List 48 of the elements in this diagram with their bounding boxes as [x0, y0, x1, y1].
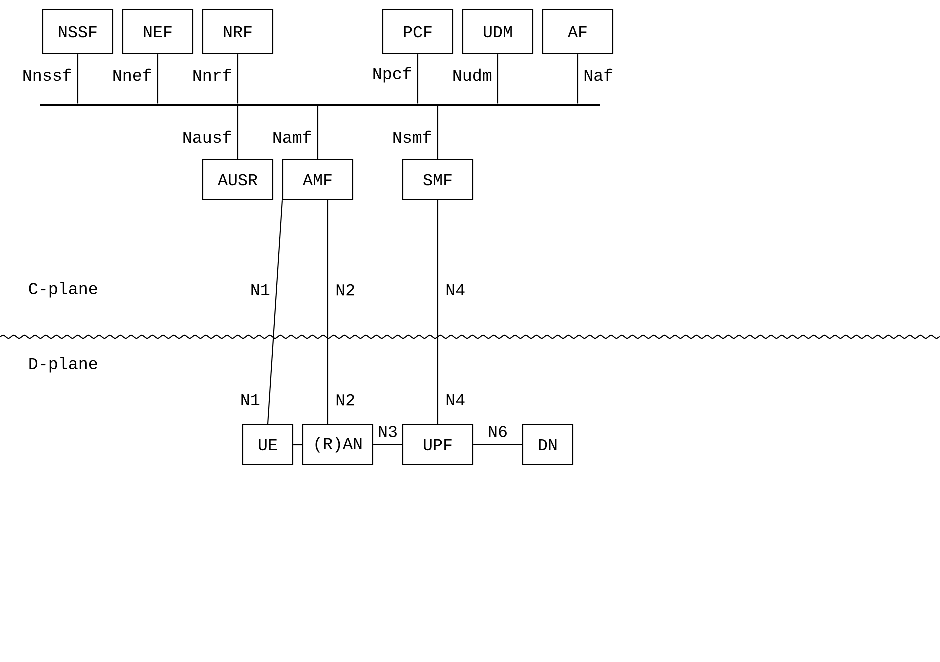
- connector-line: [374, 444, 402, 446]
- connector-line: [474, 444, 522, 446]
- connector-line: [157, 54, 159, 104]
- interface-label: N2: [334, 283, 357, 297]
- connector-line: [577, 54, 579, 104]
- function-box: PCF: [382, 9, 454, 55]
- connector-line: [77, 54, 79, 104]
- connector-line: [437, 200, 439, 424]
- connector-line: [237, 54, 239, 104]
- interface-label: Nsmf: [391, 130, 434, 144]
- interface-label: N4: [444, 393, 467, 407]
- function-box: NEF: [122, 9, 194, 55]
- connector-line: [317, 106, 319, 160]
- plane-label: D-plane: [27, 356, 100, 374]
- function-box: AUSR: [202, 159, 274, 201]
- function-box: AF: [542, 9, 614, 55]
- interface-label: N6: [486, 424, 510, 439]
- service-bus-line: [40, 104, 600, 106]
- plane-label: C-plane: [27, 280, 100, 300]
- function-box: AMF: [282, 159, 354, 201]
- interface-label: N4: [444, 283, 467, 297]
- connector-line: [417, 54, 419, 104]
- connector-line: [267, 200, 283, 424]
- interface-label: N1: [239, 393, 262, 407]
- interface-label: Nudm: [451, 68, 494, 82]
- connector-line: [327, 200, 329, 424]
- function-box: UPF: [402, 424, 474, 466]
- interface-label: N1: [249, 283, 272, 297]
- function-box: NRF: [202, 9, 274, 55]
- connector-line: [294, 444, 302, 446]
- interface-label: Nnssf: [21, 68, 74, 82]
- connector-line: [437, 106, 439, 160]
- interface-label: Nnrf: [191, 68, 234, 82]
- interface-label: Npcf: [371, 66, 414, 84]
- interface-label: N3: [376, 424, 400, 439]
- connector-line: [237, 106, 239, 160]
- interface-label: Namf: [271, 130, 314, 144]
- function-box: SMF: [402, 159, 474, 201]
- interface-label: Naf: [582, 68, 615, 82]
- function-box: UE: [242, 424, 294, 466]
- connector-line: [497, 54, 499, 104]
- function-box: DN: [522, 424, 574, 466]
- function-box: (R)AN: [302, 424, 374, 466]
- interface-label: Nausf: [181, 130, 234, 144]
- interface-label: N2: [334, 393, 357, 407]
- function-box: UDM: [462, 9, 534, 55]
- interface-label: Nnef: [111, 68, 154, 82]
- function-box: NSSF: [42, 9, 114, 55]
